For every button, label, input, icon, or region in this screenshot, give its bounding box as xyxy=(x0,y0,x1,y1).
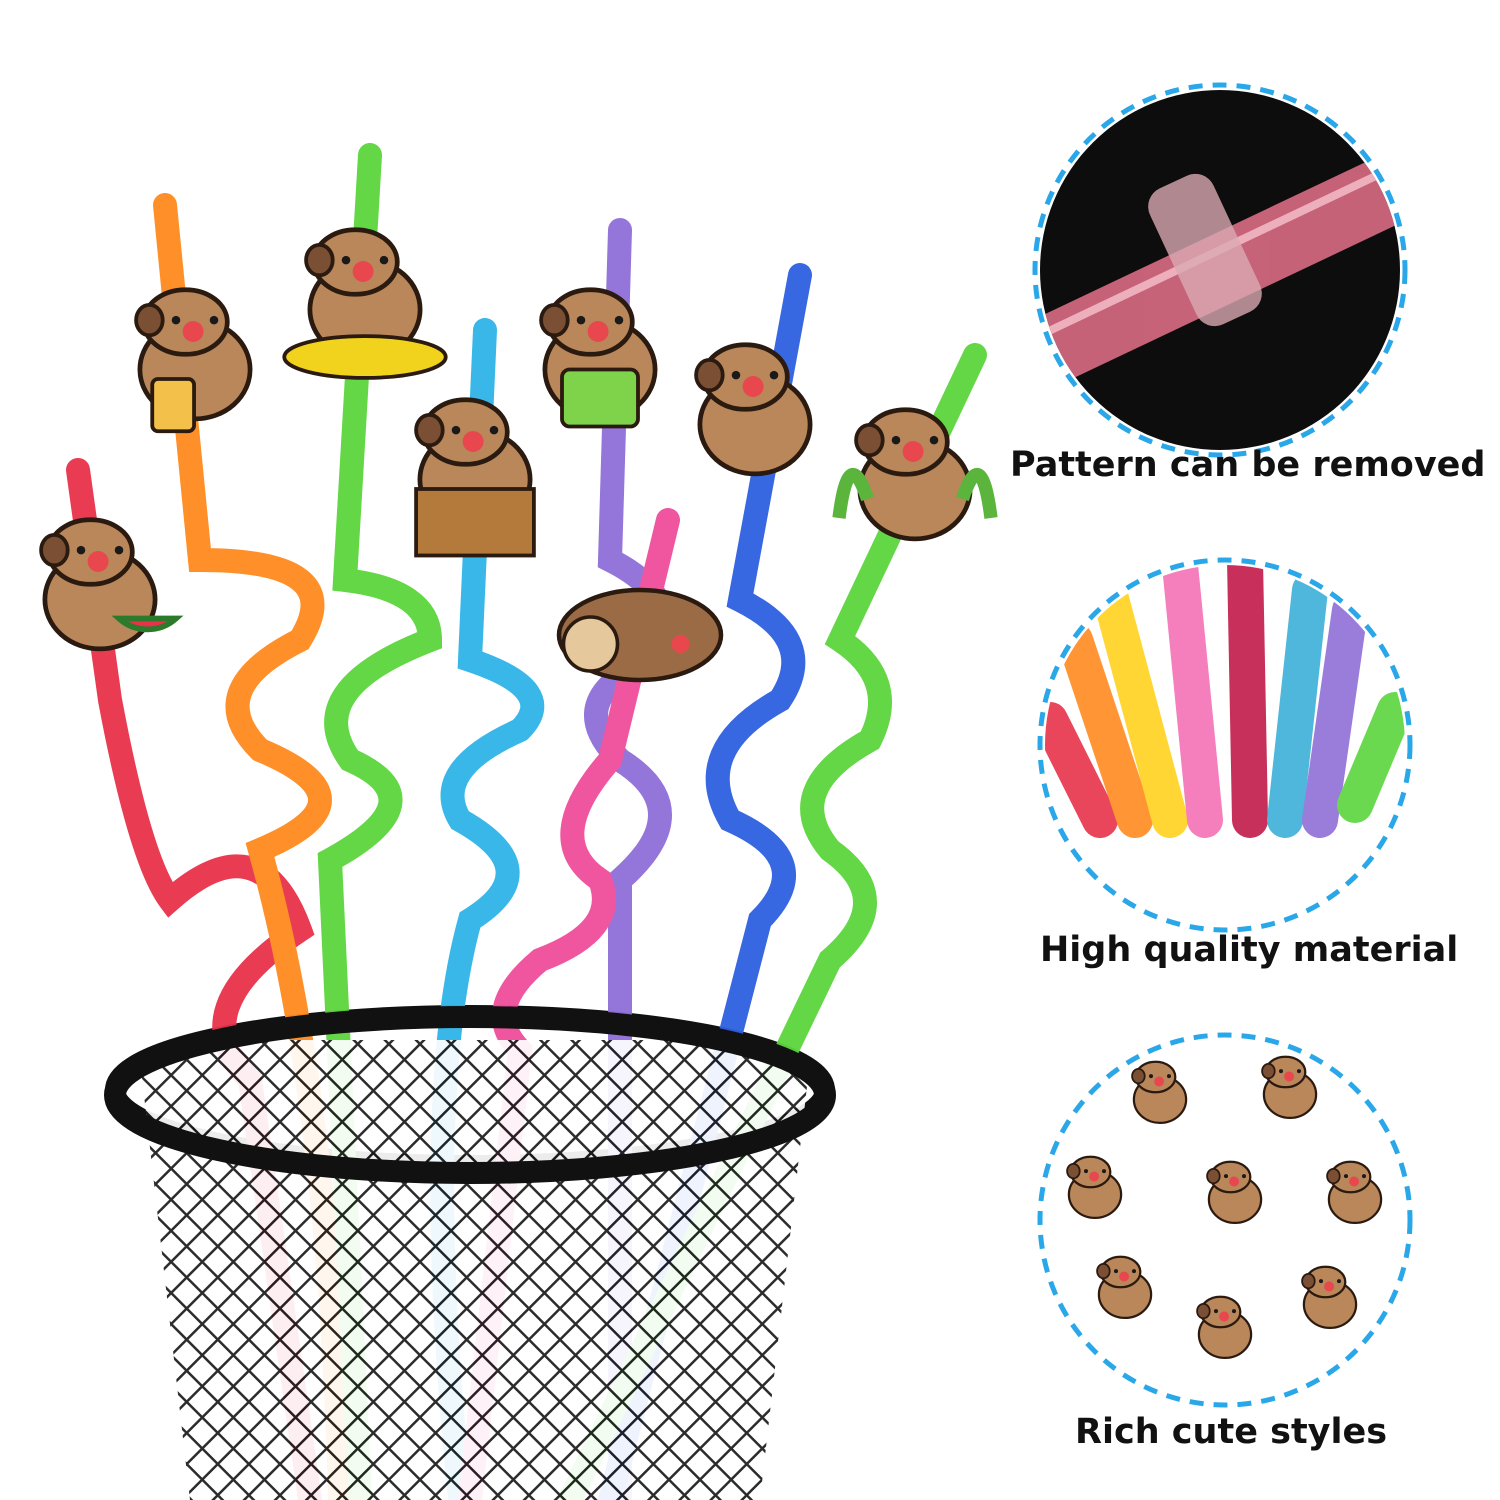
straw-green-2 xyxy=(558,343,987,1500)
detail-circle-removable xyxy=(1032,82,1408,458)
caption-styles: Rich cute styles xyxy=(1075,1412,1388,1452)
caption-removable: Pattern can be removed xyxy=(1010,445,1486,485)
caption-material: High quality material xyxy=(1040,930,1459,970)
basket-rim-front xyxy=(104,1006,836,1184)
capybara-topper-watermelon xyxy=(41,520,184,649)
capybara-topper-bucket xyxy=(416,400,536,558)
capybara-topper-skate xyxy=(282,230,448,380)
detail-circle-styles xyxy=(1037,1032,1413,1408)
detail-circle-material xyxy=(1037,557,1413,933)
capybara-topper-leaves xyxy=(832,410,998,539)
straw-red xyxy=(66,458,322,1500)
straw-blue xyxy=(598,263,812,1500)
capybara-topper-boba xyxy=(136,290,250,434)
capybara-topper-apron xyxy=(541,290,655,429)
basket-mesh xyxy=(140,1040,810,1500)
straw-green-1 xyxy=(317,143,443,1500)
capybara-topper-sleeping xyxy=(556,587,724,683)
